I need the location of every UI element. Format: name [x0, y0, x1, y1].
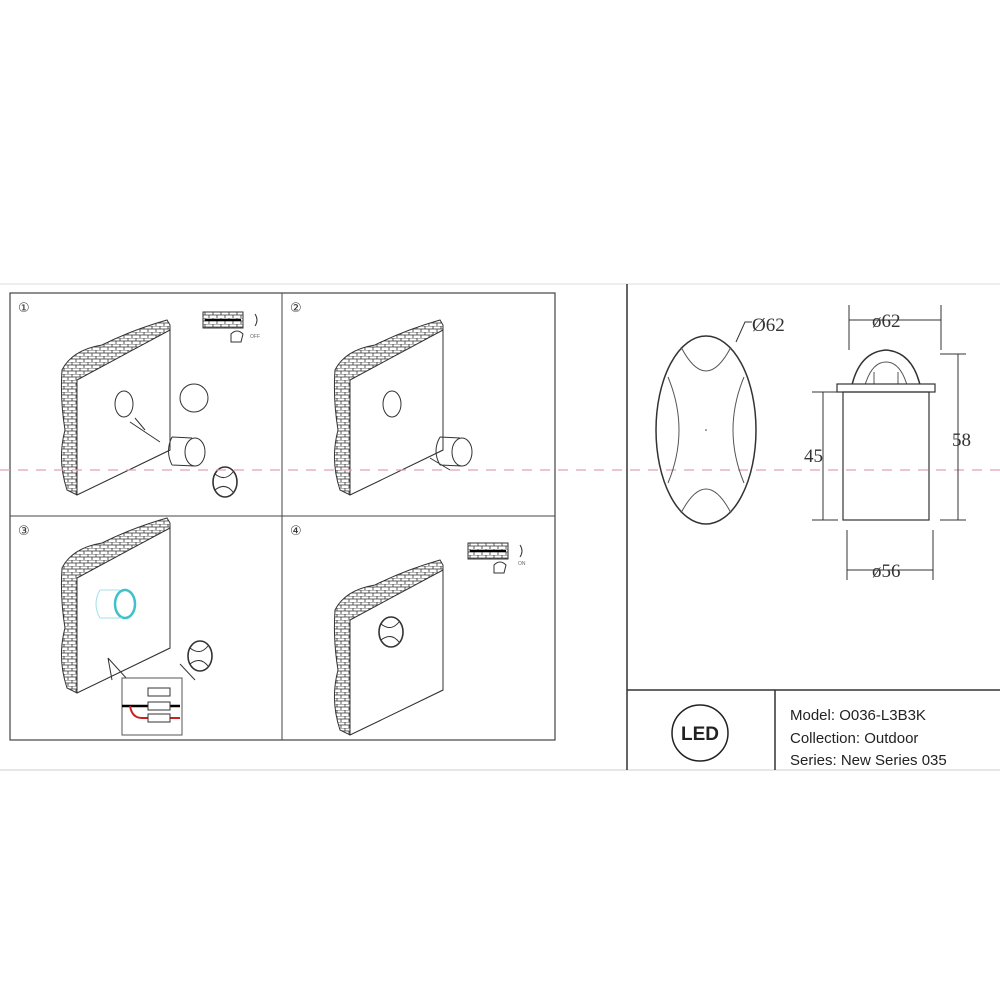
mounting-sleeve-icon	[451, 437, 473, 467]
power-switch-off-icon	[202, 311, 258, 343]
step-number: ④	[290, 524, 302, 539]
total-height-label: 58	[952, 430, 971, 451]
body-height-label: 45	[804, 446, 823, 467]
switch-label: ON	[518, 561, 526, 567]
step-number: ②	[290, 301, 302, 316]
wire-icon	[129, 417, 161, 443]
wiring-diagram-icon	[121, 677, 183, 736]
collection-text: Collection: Outdoor	[790, 730, 919, 747]
mounting-sleeve-icon	[184, 437, 206, 467]
wall-hole-icon	[114, 390, 134, 418]
step-3-panel: ③	[18, 517, 213, 736]
wall-hole-icon	[382, 390, 402, 418]
series-text: Series: New Series 035	[790, 752, 947, 769]
top-view: Ø62	[655, 315, 785, 525]
light-fixture-icon	[187, 640, 213, 672]
step-4-panel: ④ ON	[290, 524, 526, 736]
body-diameter-label: ø56	[872, 561, 901, 582]
power-switch-on-icon	[467, 542, 523, 574]
installation-steps: ① OFF ② ③	[9, 292, 556, 741]
side-view: ø62 58 45 ø56	[804, 305, 971, 582]
step-2-panel: ②	[290, 301, 473, 496]
wall-icon	[333, 319, 444, 496]
svg-text:LED: LED	[681, 724, 719, 745]
switch-label: OFF	[250, 334, 260, 340]
step-number: ③	[18, 524, 30, 539]
step-1-panel: ① OFF	[18, 301, 260, 498]
side-top-diameter-label: ø62	[872, 311, 901, 332]
step-number: ①	[18, 301, 30, 316]
installed-sleeve-icon	[113, 588, 137, 620]
light-fixture-icon	[212, 466, 238, 498]
model-text: Model: O036-L3B3K	[790, 707, 926, 724]
led-logo: LED	[671, 704, 729, 762]
drill-bit-icon	[179, 383, 209, 413]
installed-fixture-icon	[378, 616, 404, 648]
top-diameter-label: Ø62	[752, 315, 785, 336]
